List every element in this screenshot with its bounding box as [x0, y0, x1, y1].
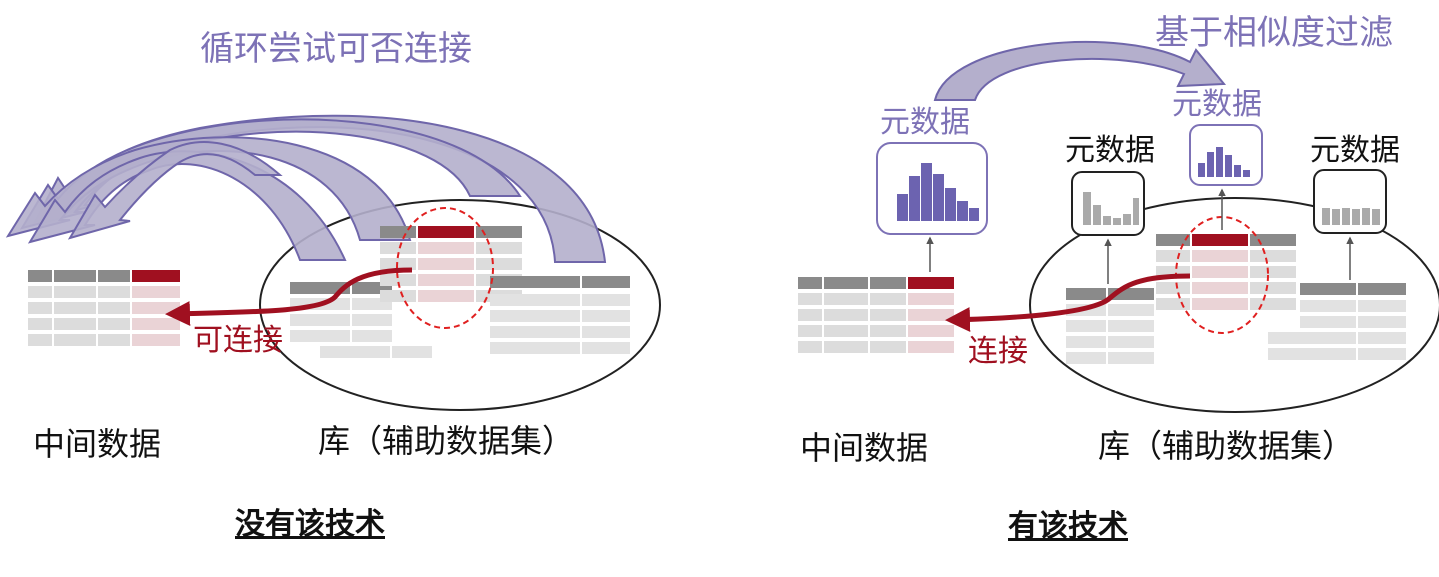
- caption-with-technique: 有该技术: [1008, 509, 1128, 544]
- metadata-box-library-a: [1071, 171, 1145, 284]
- loop-arrow-1: [67, 141, 283, 240]
- metadata-box-intermediate: [876, 142, 988, 272]
- metadata-label-library-c: 元数据: [1310, 133, 1400, 168]
- join-label-left: 可连接: [193, 323, 283, 358]
- highlight-ellipse-left: [396, 207, 494, 329]
- intermediate-table-right: [798, 277, 954, 353]
- library-table-left-c: [490, 276, 630, 354]
- metadata-label-intermediate: 元数据: [880, 105, 970, 140]
- join-label-right: 连接: [968, 334, 1028, 369]
- library-label-right: 库（辅助数据集）: [1098, 427, 1355, 465]
- left-panel: [5, 114, 661, 411]
- similarity-filter-label: 基于相似度过滤: [1155, 13, 1393, 53]
- join-arrow-left: [165, 267, 413, 326]
- join-arrow-right: [945, 273, 1191, 332]
- library-table-right-c: [1268, 283, 1406, 360]
- right-panel: [798, 41, 1439, 413]
- similarity-filter-arrow: [933, 41, 1227, 101]
- loop-arrows: [5, 114, 607, 263]
- metadata-box-library-b: [1189, 124, 1263, 230]
- metadata-box-library-c: [1313, 169, 1387, 280]
- intermediate-table-left: [28, 270, 180, 346]
- intermediate-data-label-right: 中间数据: [800, 429, 929, 467]
- library-table-right-b: [1156, 234, 1296, 310]
- metadata-label-library-b: 元数据: [1172, 87, 1262, 122]
- library-label-left: 库（辅助数据集）: [318, 422, 575, 460]
- caption-without-technique: 没有该技术: [235, 507, 385, 542]
- metadata-label-library-a: 元数据: [1065, 133, 1155, 168]
- library-ellipse-right: [1029, 197, 1439, 413]
- library-ellipse-left: [259, 199, 661, 411]
- loop-attempt-label: 循环尝试可否连接: [200, 29, 472, 69]
- library-table-left-b: [380, 226, 522, 302]
- intermediate-data-label-left: 中间数据: [33, 425, 162, 463]
